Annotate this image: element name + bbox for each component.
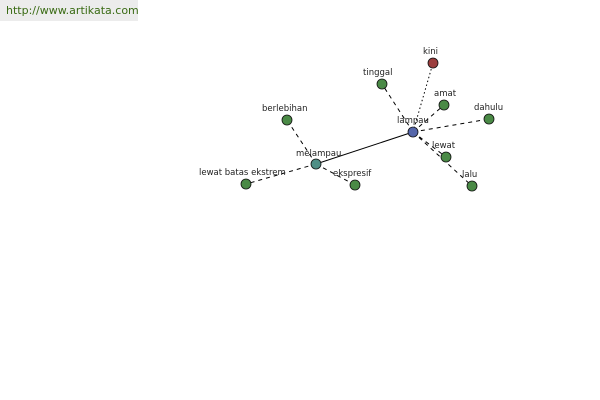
graph-edges bbox=[245, 62, 490, 187]
graph-labels: lampau melampau kini tinggal amat dahulu lewat… bbox=[199, 47, 503, 180]
edge-lampau-lewat bbox=[412, 131, 447, 158]
node-label-lampau[interactable]: lampau bbox=[397, 116, 429, 126]
node-lewat-batas-ekstrem[interactable] bbox=[240, 178, 252, 190]
node-melampau[interactable] bbox=[310, 158, 322, 170]
node-amat[interactable] bbox=[438, 99, 450, 111]
edge-lampau-lalu bbox=[412, 131, 473, 187]
node-label-lalu[interactable]: lalu bbox=[462, 170, 477, 180]
node-label-ekspresif[interactable]: ekspresif bbox=[333, 169, 372, 179]
node-label-melampau[interactable]: melampau bbox=[296, 149, 341, 159]
edge-melampau-berlebihan bbox=[286, 119, 317, 165]
node-label-dahulu[interactable]: dahulu bbox=[474, 103, 503, 113]
node-lalu[interactable] bbox=[466, 180, 478, 192]
node-label-kini[interactable]: kini bbox=[423, 47, 438, 57]
node-label-amat[interactable]: amat bbox=[434, 89, 457, 99]
node-kini[interactable] bbox=[427, 57, 439, 69]
edge-lampau-tinggal bbox=[381, 83, 414, 133]
edge-lampau-dahulu bbox=[412, 118, 490, 133]
node-lampau[interactable] bbox=[407, 126, 419, 138]
site-link[interactable]: http://www.artikata.com bbox=[0, 0, 139, 21]
node-label-lewat-batas-ekstrem[interactable]: lewat batas ekstrem bbox=[199, 168, 286, 178]
node-berlebihan[interactable] bbox=[281, 114, 293, 126]
node-label-lewat[interactable]: lewat bbox=[432, 141, 456, 151]
node-label-tinggal[interactable]: tinggal bbox=[363, 68, 392, 78]
edge-lampau-melampau bbox=[315, 131, 414, 165]
node-label-berlebihan[interactable]: berlebihan bbox=[262, 104, 307, 114]
node-dahulu[interactable] bbox=[483, 113, 495, 125]
node-lewat[interactable] bbox=[440, 151, 452, 163]
graph-nodes bbox=[240, 57, 495, 192]
node-tinggal[interactable] bbox=[376, 78, 388, 90]
edge-lampau-amat bbox=[412, 104, 445, 133]
node-ekspresif[interactable] bbox=[349, 179, 361, 191]
